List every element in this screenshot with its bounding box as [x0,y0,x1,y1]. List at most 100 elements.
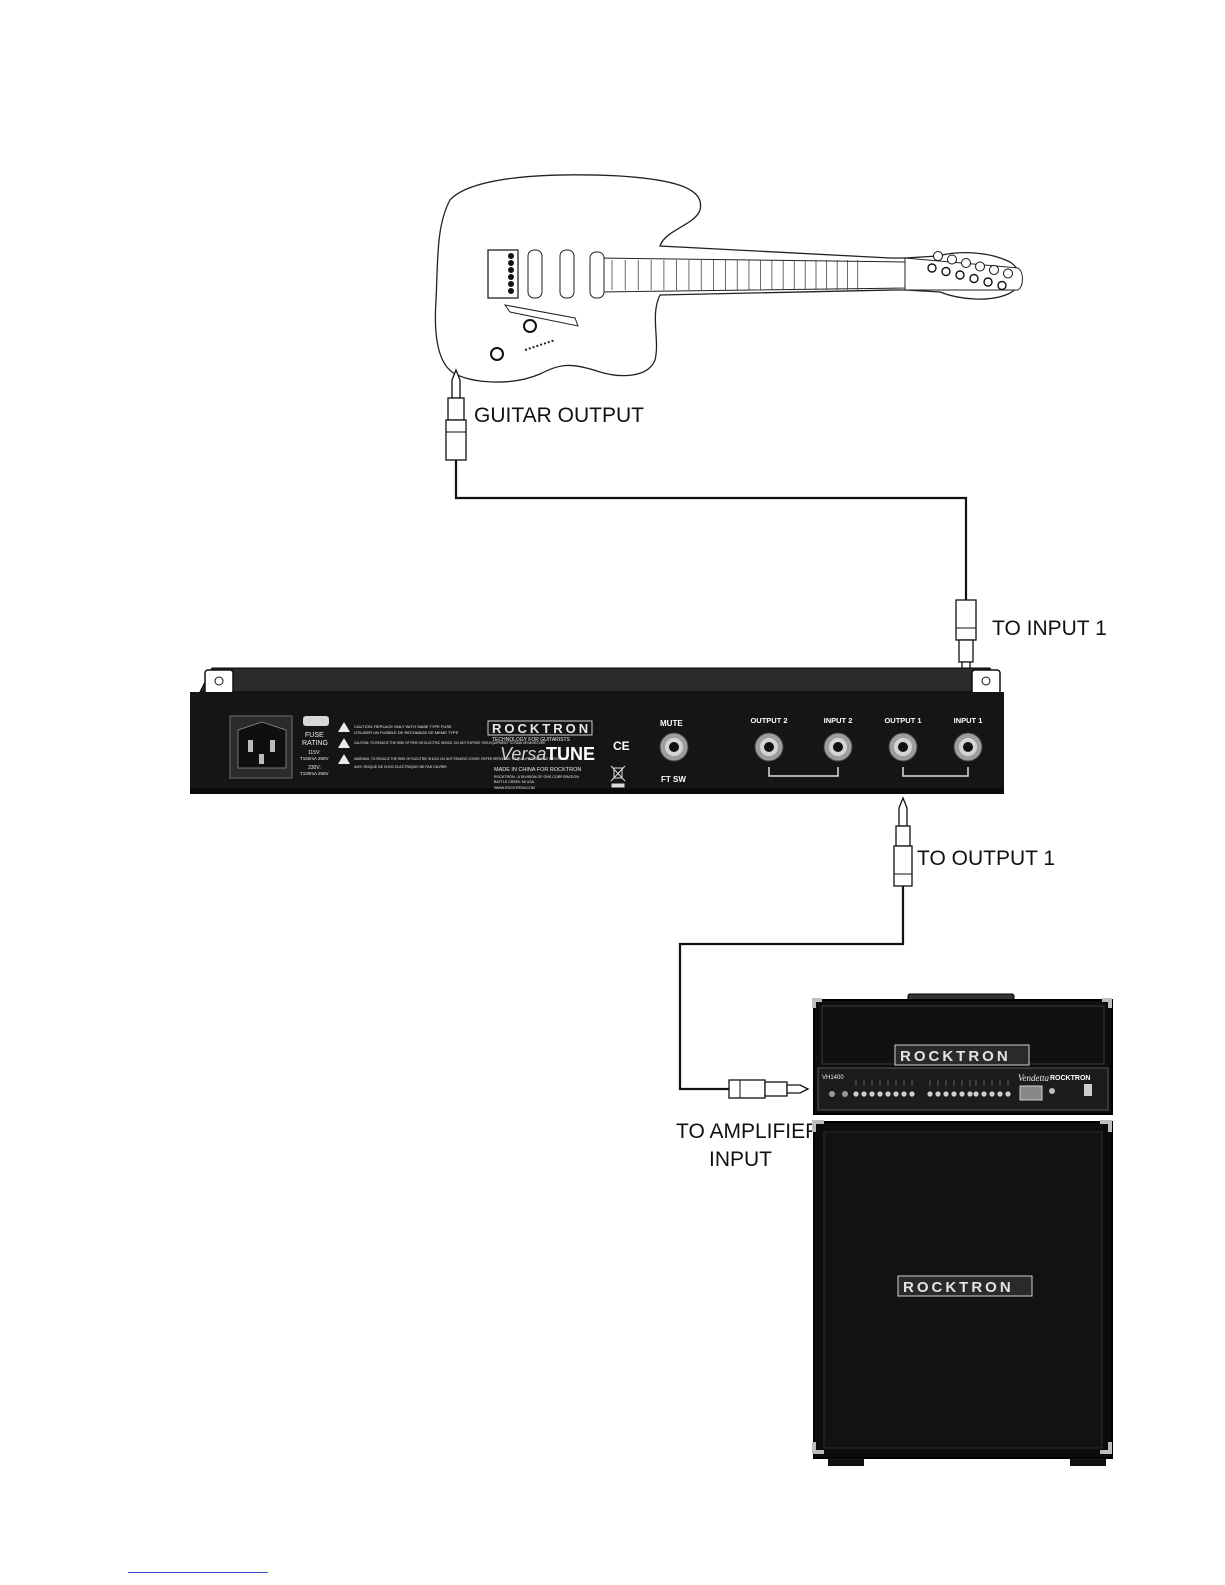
jack-label-input-2: INPUT 2 [824,716,853,725]
amp-input-jack [829,1091,835,1097]
bridge-saddle [508,253,514,259]
caution-fuse-text-fr: UTILISER UN FUSIBLE DE RECHANGE DE MEME … [354,730,459,735]
amp-corners-cabinet [812,1120,1112,1454]
tuning-peg [941,266,951,277]
guitar-output-plug [445,368,467,461]
guitar-frets [611,260,859,290]
amp-knob [869,1091,875,1097]
mute-label: MUTE [660,719,683,728]
caution-moisture-text: CAUTION: TO REDUCE THE RISK OF FIRE OR E… [354,741,545,745]
guitar-bridge-saddles [508,253,514,294]
guitar-knob-1 [523,319,537,333]
amp-knob [909,1091,915,1097]
jack-mute-ftsw [659,732,689,762]
fuse-rating-115-value: T160mA 250V [300,756,329,761]
to-output-1-label: TO OUTPUT 1 [917,847,1055,870]
amp-knob [853,1091,859,1097]
ce-mark: CE [613,739,630,753]
amp-knob [935,1091,941,1097]
amplifier-head: ROCKTRON VH1400 Vendetta ROCKTRON [812,993,1113,1115]
tuning-key [989,265,999,275]
guitar-output-label: GUITAR OUTPUT [474,404,644,427]
amp-head-brand: ROCKTRON [900,1048,1011,1065]
amp-knob [885,1091,891,1097]
amp-knob [973,1091,979,1097]
fuse-rating-title-1: FUSE [305,732,324,739]
amp-knob [861,1091,867,1097]
bridge-saddle [508,260,514,266]
guitar [434,174,1023,383]
to-amplifier-label-line2: INPUT [709,1148,772,1171]
jack-input-2 [823,732,853,762]
rack-rear-panel [190,692,1004,788]
tuning-key [933,251,943,261]
guitar-pickup-selector [524,339,556,351]
amplifier-cabinet: ROCKTRON [812,1120,1113,1466]
power-inlet [229,715,293,779]
to-amplifier-label-line1: TO AMPLIFIER [676,1120,820,1143]
amp-knob [943,1091,949,1097]
amp-knob [989,1091,995,1097]
fuse-rating-115: 115V: [308,750,321,756]
tuning-peg [927,263,937,273]
guitar-pickup-bridge [527,249,543,299]
jack-label-input-1: INPUT 1 [954,716,983,725]
jack-output-1 [888,732,918,762]
tuner-brand-logo: ROCKTRON [492,721,591,736]
fuse-rating-title-2: RATING [302,740,328,747]
tuning-key [975,261,985,272]
cable-tuner-to-amp [678,796,913,1099]
guitar-knob-2 [490,347,504,361]
tuner-model-prefix: Versa [500,744,546,764]
jack-output-2 [754,732,784,762]
tuner-brand-tagline: TECHNOLOGY FOR GUITARISTS [492,737,571,743]
tuning-key [1003,268,1013,279]
amp-foot-right [1070,1458,1106,1466]
versatune-rack-unit: FUSE RATING 115V: T160mA 250V 230V: T100… [190,667,1004,794]
warning-cover-text: WARNING: TO REDUCE THE RISK OF ELECTRIC … [354,757,570,761]
tuning-peg [969,273,979,284]
amp-knob [927,1091,933,1097]
jack-input-1 [953,732,983,762]
amp-control-panel [817,1067,1109,1111]
tuning-peg [997,280,1007,291]
jack-brackets [768,767,969,777]
rack-top-panel [199,667,1001,693]
fuse-rating-230: 230V: [308,765,321,771]
tuner-company-line: ROCKTRON - A DIVISION OF GHS CORPORATION [494,775,579,779]
fuse-holder [303,716,329,726]
amp-script-logo: Vendetta [1018,1073,1049,1083]
tuning-key [947,254,957,265]
amp-knob [981,1091,987,1097]
amp-knob [959,1091,965,1097]
tuner-website: WWW.ROCKTRON.COM [494,786,535,790]
amp-input-plug [728,1079,810,1099]
jack-label-output-1: OUTPUT 1 [884,716,921,725]
amp-knob [893,1091,899,1097]
guitar-pickup-middle [559,249,575,299]
amp-input-jack-2 [842,1091,848,1097]
guitar-neck [599,257,906,293]
jack-label-output-2: OUTPUT 2 [750,716,787,725]
amp-panel-brand: ROCKTRON [1050,1075,1090,1082]
to-input-1-label: TO INPUT 1 [992,617,1107,640]
fuse-rating-230-value: T100mA 250V [300,771,329,776]
bridge-saddle [508,274,514,280]
tuning-peg [955,270,965,280]
ftsw-label: FT SW [661,775,686,784]
amp-knob [997,1091,1003,1097]
amp-cabinet-brand: ROCKTRON [903,1279,1014,1296]
tuner-model-suffix: TUNE [546,744,595,764]
amp-knob [877,1091,883,1097]
bridge-saddle [508,267,514,273]
footer-link-underline [128,1572,268,1573]
weee-bin-icon [610,765,626,788]
warning-cover-text-fr: AVIS: RISQUE DE CHOC ELECTRIQUE! NE PAS … [354,765,447,769]
caution-fuse-text: CAUTION: REPLACE ONLY WITH SAME TYPE FUS… [354,724,452,729]
guitar-tuning-pegs [927,251,1013,291]
tuning-key [961,258,971,268]
amp-knob [951,1091,957,1097]
bridge-saddle [508,288,514,294]
tuner-jacks: OUTPUT 2 INPUT 2 OUTPUT 1 INPUT 1 [750,716,983,762]
